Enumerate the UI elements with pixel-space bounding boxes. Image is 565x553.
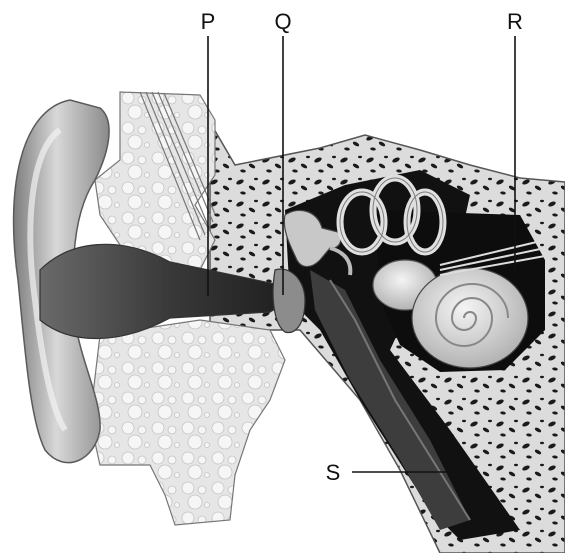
cochlea [412, 268, 528, 368]
upper-cartilage [95, 92, 215, 270]
label-s: S [326, 460, 341, 485]
label-q: Q [274, 9, 291, 34]
label-r: R [507, 9, 523, 34]
lower-cartilage [90, 320, 285, 525]
label-p: P [201, 9, 216, 34]
